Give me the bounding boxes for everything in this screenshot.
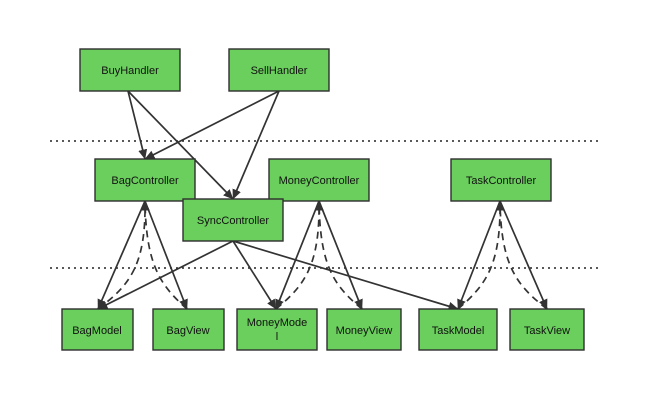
edge-synccontroller-bagmodel: [97, 240, 234, 310]
edge-bagcontroller-bagview: [144, 200, 188, 310]
node-task-controller-label: TaskController: [466, 175, 537, 187]
node-sell-handler: SellHandler: [228, 48, 330, 92]
edge-bagcontroller-bagmodel: [97, 200, 146, 310]
dashed-edge-moneyview-moneycontroller: [314, 200, 363, 310]
dashed-edge-moneymodel-moneycontroller: [275, 200, 324, 310]
node-money-view: MoneyView: [326, 308, 402, 351]
node-bag-controller-label: BagController: [111, 175, 179, 187]
edge-taskcontroller-taskview: [499, 200, 548, 310]
edge-moneycontroller-moneyview: [318, 200, 363, 310]
dashed-edge-bagmodel-bagcontroller: [97, 200, 150, 310]
node-sync-controller: SyncController: [182, 198, 284, 242]
edge-sellhandler-synccontroller: [232, 90, 280, 200]
node-sell-handler-label: SellHandler: [251, 65, 308, 77]
node-buy-handler-label: BuyHandler: [101, 65, 159, 77]
node-bag-controller: BagController: [94, 158, 196, 202]
node-task-model-label: TaskModel: [432, 325, 485, 337]
node-money-model: MoneyMode l: [236, 308, 318, 351]
node-task-view-label: TaskView: [524, 325, 570, 337]
edge-buyhandler-bagcontroller: [127, 90, 148, 160]
dashed-edge-taskmodel-taskcontroller: [457, 200, 505, 310]
node-money-view-label: MoneyView: [336, 325, 393, 337]
node-task-view: TaskView: [509, 308, 585, 351]
edge-synccontroller-taskmodel: [232, 240, 459, 311]
edge-taskcontroller-taskmodel: [457, 200, 501, 310]
edge-synccontroller-moneymodel: [232, 240, 277, 310]
node-bag-view-label: BagView: [166, 325, 209, 337]
node-buy-handler: BuyHandler: [79, 48, 181, 92]
dashed-edge-taskview-taskcontroller: [495, 200, 548, 310]
node-bag-model-label: BagModel: [72, 325, 122, 337]
node-money-controller-label: MoneyController: [279, 175, 360, 187]
node-sync-controller-label: SyncController: [197, 215, 269, 227]
node-money-controller: MoneyController: [268, 158, 370, 202]
edge-buyhandler-synccontroller: [127, 90, 234, 200]
node-bag-model: BagModel: [61, 308, 134, 351]
node-money-model-label-line2: l: [276, 331, 278, 343]
node-task-controller: TaskController: [450, 158, 552, 202]
edge-sellhandler-bagcontroller: [144, 90, 280, 160]
node-bag-view: BagView: [152, 308, 225, 351]
node-task-model: TaskModel: [418, 308, 498, 351]
edge-moneycontroller-moneymodel: [275, 200, 320, 310]
dashed-edge-bagview-bagcontroller: [140, 200, 188, 310]
node-money-model-label-line1: MoneyMode: [247, 317, 308, 329]
